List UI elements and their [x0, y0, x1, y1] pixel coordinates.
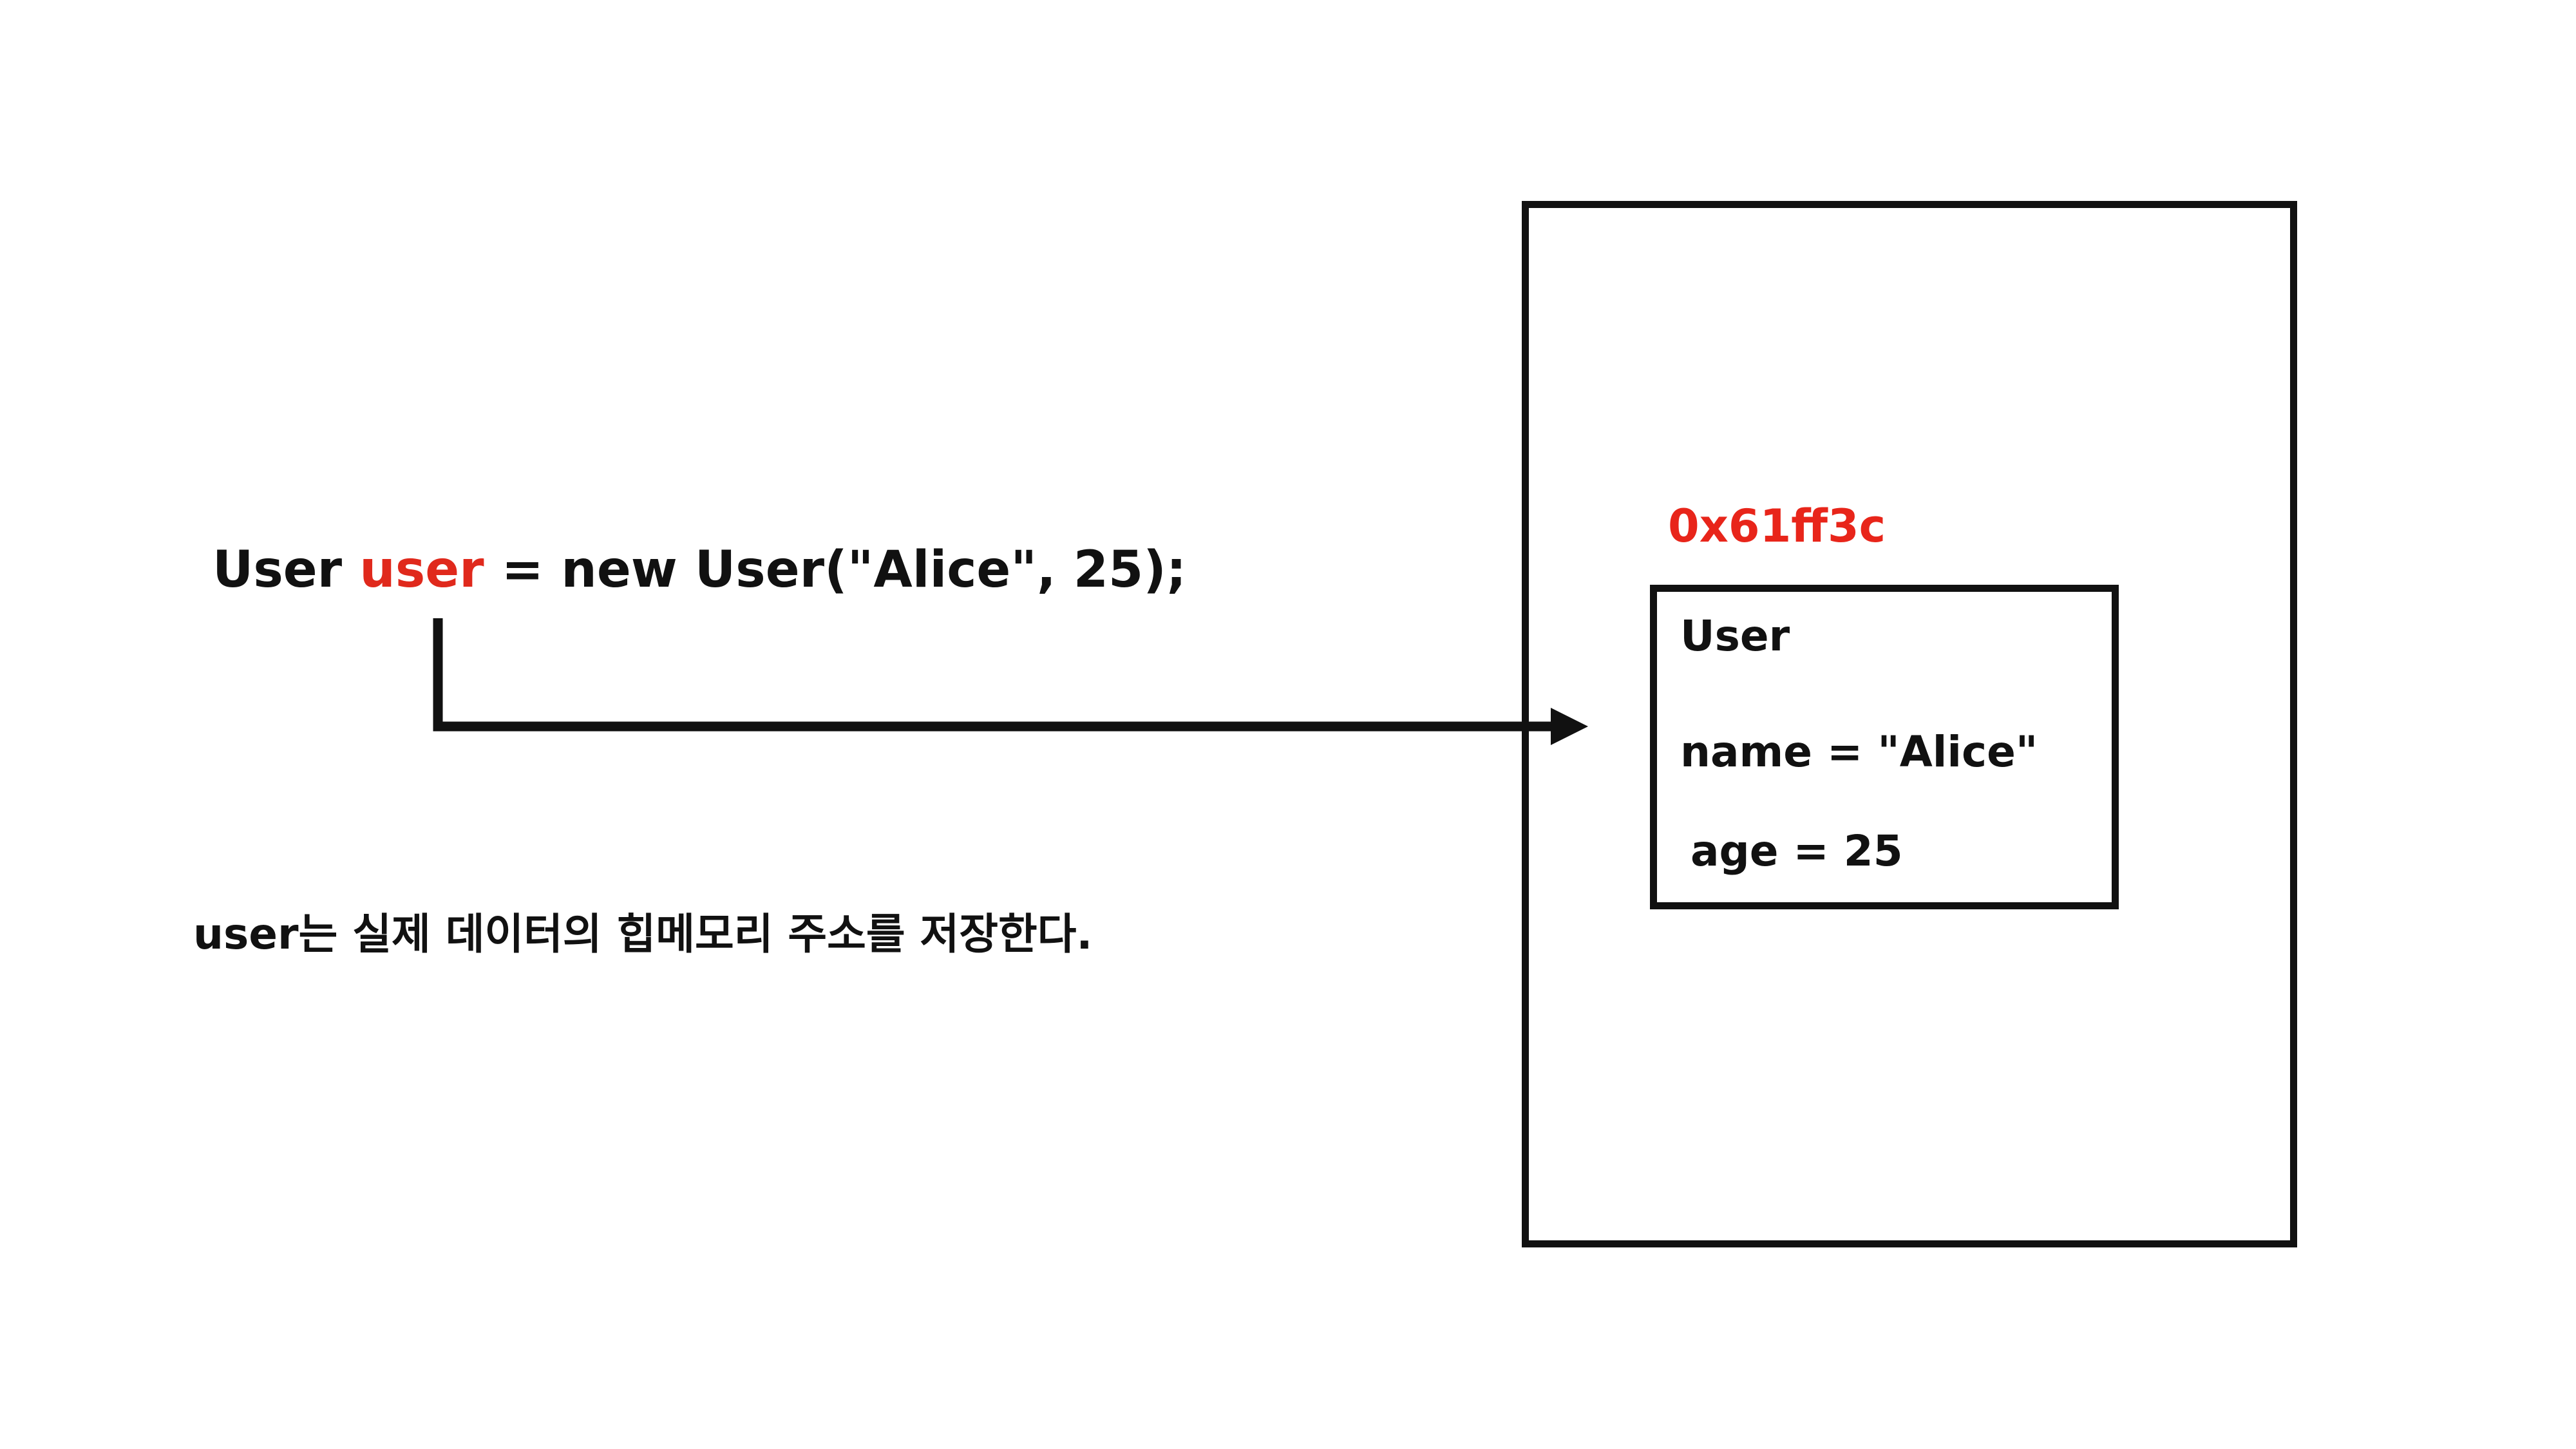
heap-address-label: 0x61ff3c: [1668, 500, 1886, 553]
object-field-age: age = 25: [1690, 826, 1903, 876]
reference-arrow-line: [433, 618, 1553, 732]
object-field-name: name = "Alice": [1680, 727, 2038, 777]
code-token-variable: user: [359, 541, 484, 599]
code-token-type: User: [213, 541, 360, 599]
heap-object-box: User name = "Alice" age = 25: [1650, 585, 2119, 909]
code-token-rest: = new User("Alice", 25);: [484, 541, 1187, 599]
explanation-caption: user는 실제 데이터의 힙메모리 주소를 저장한다.: [193, 909, 1093, 959]
code-statement: User user = new User("Alice", 25);: [213, 545, 1186, 595]
object-class-name: User: [1680, 611, 1790, 661]
